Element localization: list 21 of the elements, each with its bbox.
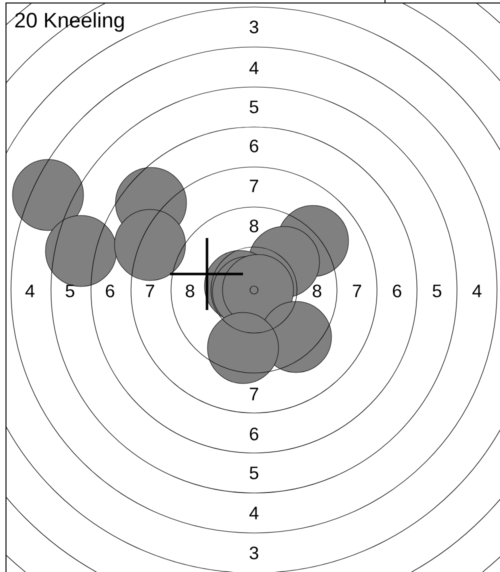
ring-number: 8 [186, 284, 194, 298]
ring-number: 8 [312, 284, 322, 298]
ring-number: 5 [432, 284, 442, 298]
ring-number: 5 [66, 284, 74, 298]
ring-number: 5 [250, 466, 258, 480]
ring-number: 6 [106, 284, 114, 298]
ring-number: 3 [250, 20, 258, 34]
ring-number: 4 [249, 506, 258, 520]
ring-number: 4 [25, 284, 34, 298]
ring-number: 7 [352, 284, 362, 298]
ring-number: 4 [249, 62, 258, 74]
ring-number: 6 [250, 140, 258, 152]
ring-number: 6 [250, 428, 258, 440]
ring-number: 3 [250, 546, 258, 560]
ring-number: 7 [250, 180, 258, 192]
ring-number: 6 [392, 284, 402, 298]
ring-number: 7 [146, 284, 154, 298]
ring-number: 4 [472, 284, 482, 298]
ring-number: 8 [250, 220, 258, 232]
ring-number: 5 [250, 100, 258, 114]
ring-number: 7 [250, 388, 258, 400]
